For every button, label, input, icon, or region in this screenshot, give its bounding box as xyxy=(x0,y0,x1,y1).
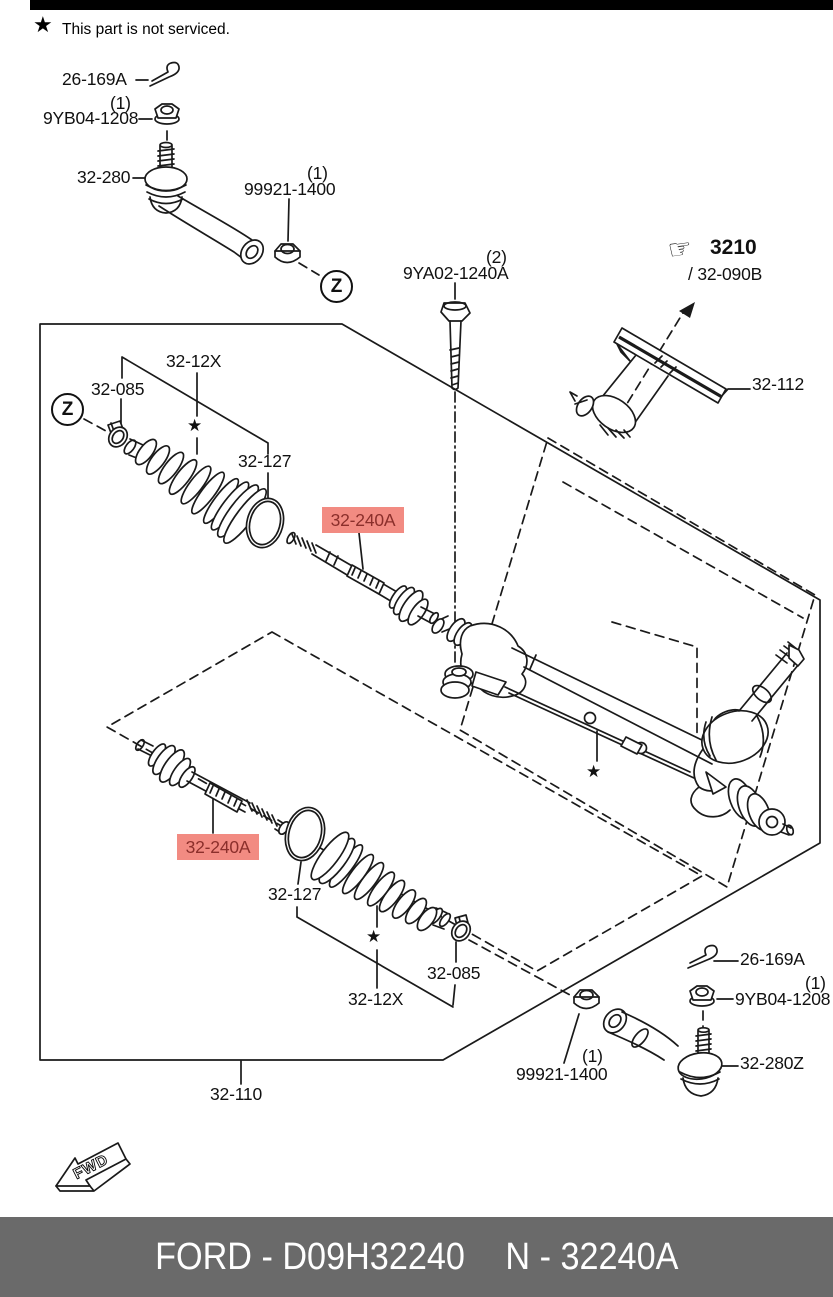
not-serviced-star-rack: ★ xyxy=(586,762,602,781)
callout-outer-tie-rod-bottom: 32-280Z xyxy=(740,1053,804,1073)
lock-nut-9yb04-bottom-icon xyxy=(689,985,715,1007)
qty-bolt: (2) xyxy=(486,247,507,267)
footer-bar: FORD - D09H32240 N - 32240A xyxy=(0,1217,833,1297)
callout-cotter-pin-bottom: 26-169A xyxy=(740,949,805,969)
qty-nut-bottom: (1) xyxy=(582,1046,603,1066)
top-divider-bar xyxy=(30,0,833,10)
legend-text: This part is not serviced. xyxy=(62,21,230,38)
lock-nut-9yb04-top-icon xyxy=(154,103,180,125)
cover-32-112-drawing xyxy=(569,327,727,439)
lower-tie-rod-group-dashed-box xyxy=(106,631,703,972)
callout-oring-bottom: 32-127 xyxy=(268,884,322,904)
z-reference-marker-right: Z xyxy=(320,270,353,303)
callout-clamp-top: 32-085 xyxy=(91,379,145,399)
nut-99921-top-icon xyxy=(274,243,301,264)
callout-steering-gear: 32-110 xyxy=(210,1084,262,1104)
callout-nut-top: 99921-1400 xyxy=(244,179,336,199)
callout-nut-lock-bottom: 9YB04-1208 xyxy=(735,989,831,1009)
callout-cotter-pin-top: 26-169A xyxy=(62,69,127,89)
boot-lower-drawing xyxy=(310,831,452,932)
callout-boot-kit-top: 32-12X xyxy=(166,351,222,371)
clamp-lower-drawing xyxy=(450,914,472,942)
highlighted-callout-inner-tie-rod-top[interactable]: 32-240A xyxy=(322,507,404,533)
not-serviced-star-boot-bottom: ★ xyxy=(366,927,382,946)
fwd-arrow: FWD xyxy=(55,1142,131,1192)
outer-tie-rod-32-280z-drawing xyxy=(602,1008,723,1097)
nut-99921-bottom-icon xyxy=(573,989,600,1010)
qty-cotter-bottom: (1) xyxy=(805,973,826,993)
callout-outer-tie-rod-top: 32-280 xyxy=(77,167,131,187)
qty-cotter-top: (1) xyxy=(110,93,131,113)
footer-text: FORD - D09H32240 N - 32240A xyxy=(155,1236,678,1279)
oring-upper-drawing xyxy=(245,497,285,549)
not-serviced-star-boot-top: ★ xyxy=(187,416,203,435)
callout-ref-3210: 3210 xyxy=(710,236,757,259)
callout-boot-kit-bottom: 32-12X xyxy=(348,989,404,1009)
steering-rack-assembly-drawing xyxy=(431,615,805,836)
footer-catalog-number: FORD - D09H32240 xyxy=(154,1235,465,1278)
z-reference-marker-left: Z xyxy=(51,393,84,426)
main-group-box xyxy=(39,323,821,1061)
pointing-hand-icon: ☞ xyxy=(665,232,695,266)
bolt-9ya02-drawing xyxy=(440,301,471,391)
leader-lines xyxy=(120,79,751,1085)
callout-bolt: 9YA02-1240A xyxy=(403,263,509,283)
connector-dashes xyxy=(83,130,704,1029)
footer-part-number: N - 32240A xyxy=(505,1235,679,1278)
highlighted-callout-inner-tie-rod-bottom[interactable]: 32-240A xyxy=(177,834,259,860)
callout-clamp-bottom: 32-085 xyxy=(427,963,481,983)
inner-tie-rod-lower-drawing xyxy=(134,738,291,836)
callout-nut-lock-top: 9YB04-1208 xyxy=(43,108,139,128)
callout-nut-bottom: 99921-1400 xyxy=(516,1064,608,1084)
legend-star-icon: ★ xyxy=(33,12,53,37)
qty-nut-top: (1) xyxy=(307,163,328,183)
oring-lower-drawing xyxy=(284,806,326,862)
clamp-upper-drawing xyxy=(107,420,129,448)
callout-cover-32-112: 32-112 xyxy=(752,374,804,394)
outer-tie-rod-32-280-drawing xyxy=(144,141,265,265)
cotter-pin-bottom-icon xyxy=(687,944,718,969)
boot-upper-drawing xyxy=(123,438,267,545)
inner-tie-rod-upper-drawing xyxy=(286,531,440,626)
callout-ref-32-090b: / 32-090B xyxy=(688,264,763,284)
cotter-pin-top-icon xyxy=(149,61,180,87)
callout-oring-top: 32-127 xyxy=(238,451,292,471)
